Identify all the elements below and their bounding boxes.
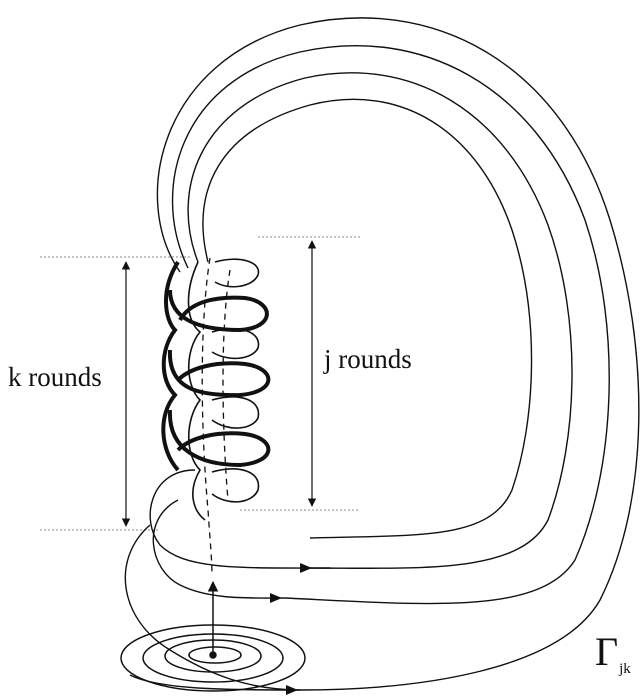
outer-loop-3 (187, 72, 573, 569)
gamma-jk-label: Γjk (595, 628, 631, 677)
thin-winding-3 (211, 396, 260, 429)
dashed-strand-1 (201, 257, 213, 576)
flow-arrow-3 (286, 685, 298, 695)
thick-back-strand (161, 260, 180, 472)
outer-loop-2 (171, 44, 610, 605)
k-rounds-label: k rounds (6, 362, 104, 393)
guide-lines (40, 236, 362, 531)
spiral-center-point (209, 651, 217, 659)
gamma-subscript: jk (619, 661, 631, 677)
helix-windings (161, 257, 271, 576)
thin-left-strand (187, 261, 206, 521)
gamma-symbol: Γ (595, 629, 619, 674)
thick-winding-1 (168, 289, 269, 333)
thin-winding-2 (211, 328, 260, 360)
outer-loop-4 (202, 98, 533, 539)
thick-winding-3 (167, 409, 271, 468)
thin-winding-1 (214, 258, 260, 288)
flow-arrow-1 (300, 563, 312, 573)
lower-sweeps (124, 469, 331, 691)
outer-loops (129, 17, 640, 691)
sweep-lower (152, 499, 286, 599)
outer-loop-gamma (129, 17, 640, 691)
thick-winding-2 (167, 349, 271, 398)
j-rounds-label: j rounds (322, 344, 414, 375)
flow-arrows (270, 563, 312, 695)
dashed-strand-2 (222, 269, 231, 501)
flow-arrow-2 (270, 593, 282, 603)
thin-winding-4 (211, 468, 260, 503)
sweep-upper (149, 469, 331, 569)
spiral-source (120, 580, 306, 692)
sweep-bottom (124, 524, 301, 691)
spiral-ring-4 (188, 646, 242, 664)
